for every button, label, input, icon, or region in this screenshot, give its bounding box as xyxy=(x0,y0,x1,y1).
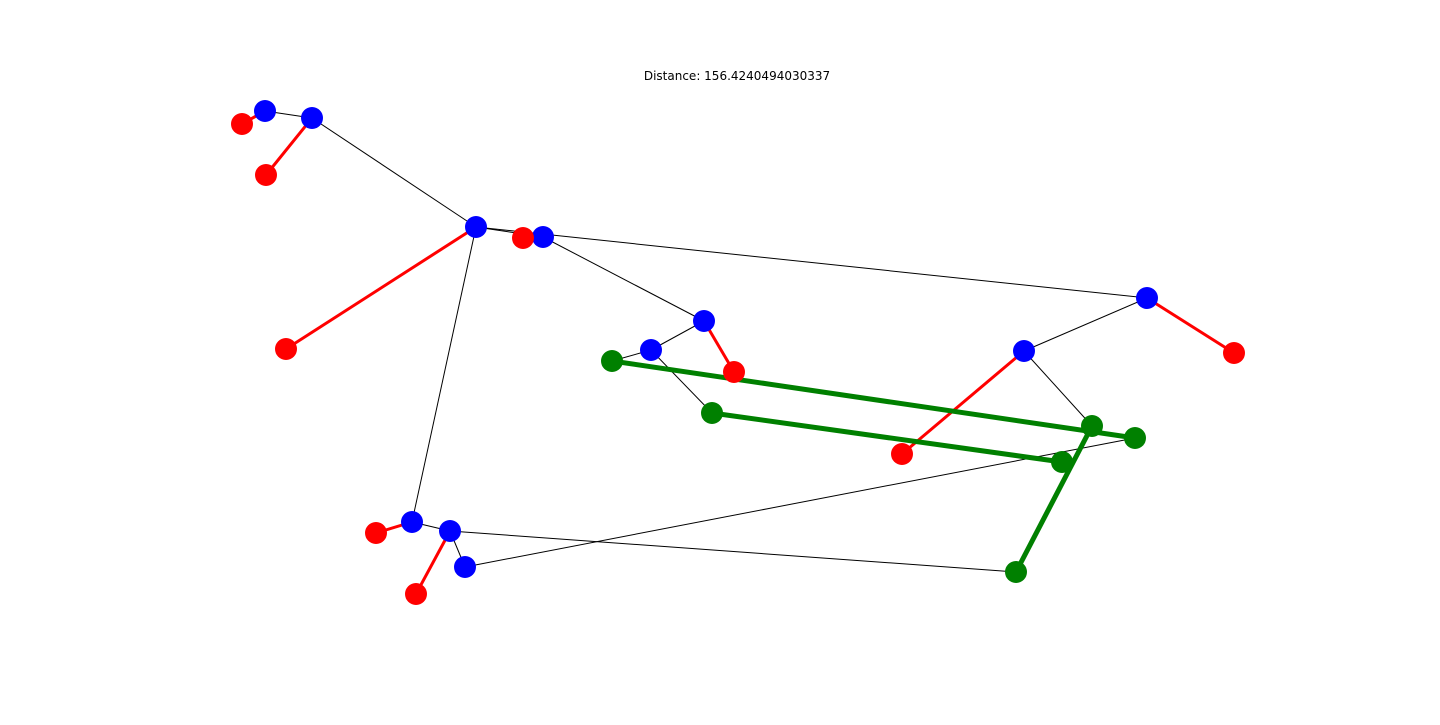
node-green-n13 xyxy=(701,402,723,424)
node-red-n15 xyxy=(365,522,387,544)
node-blue-n18 xyxy=(454,556,476,578)
edge-black-n7-n9 xyxy=(542,236,705,322)
node-red-n17 xyxy=(405,583,427,605)
edge-red-n21-n23 xyxy=(1146,296,1235,355)
node-blue-n9 xyxy=(693,310,715,332)
edge-red-n5-n6 xyxy=(285,225,477,351)
edge-red-n22-n24 xyxy=(901,349,1025,456)
graph-title: Distance: 156.4240494030337 xyxy=(644,69,830,83)
edge-red-n2-n4 xyxy=(264,117,314,176)
edge-black-n16-n26 xyxy=(449,530,1017,573)
edge-green-n13-n20 xyxy=(711,410,1063,465)
edge-red-n16-n17 xyxy=(414,530,452,595)
edge-black-n22-n25 xyxy=(1023,350,1093,427)
node-blue-n22 xyxy=(1013,340,1035,362)
node-red-n23 xyxy=(1223,342,1245,364)
edges-layer xyxy=(241,109,1235,595)
edge-black-n18-n19 xyxy=(464,437,1136,568)
node-red-n12 xyxy=(723,361,745,383)
node-red-n4 xyxy=(255,164,277,186)
node-red-n6 xyxy=(275,338,297,360)
node-red-n8 xyxy=(512,227,534,249)
edge-black-n5-n21 xyxy=(475,226,1148,299)
edge-green-n11-n19 xyxy=(611,358,1136,441)
edge-black-n2-n5 xyxy=(311,117,477,228)
node-blue-n16 xyxy=(439,520,461,542)
node-blue-n5 xyxy=(465,216,487,238)
node-blue-n2 xyxy=(301,107,323,129)
node-blue-n1 xyxy=(254,100,276,122)
node-green-n20 xyxy=(1051,451,1073,473)
node-red-n24 xyxy=(891,443,913,465)
node-red-n3 xyxy=(231,113,253,135)
edge-green-n25-n26 xyxy=(1013,424,1095,574)
node-green-n26 xyxy=(1005,561,1027,583)
node-green-n25 xyxy=(1081,415,1103,437)
node-blue-n21 xyxy=(1136,287,1158,309)
edge-black-n21-n22 xyxy=(1023,297,1148,352)
node-green-n11 xyxy=(601,350,623,372)
edge-black-n10-n13 xyxy=(650,349,713,414)
node-blue-n10 xyxy=(640,339,662,361)
edge-black-n5-n14 xyxy=(411,226,477,523)
node-blue-n7 xyxy=(532,226,554,248)
nodes-layer xyxy=(231,100,1245,605)
node-green-n19 xyxy=(1124,427,1146,449)
node-blue-n14 xyxy=(401,511,423,533)
